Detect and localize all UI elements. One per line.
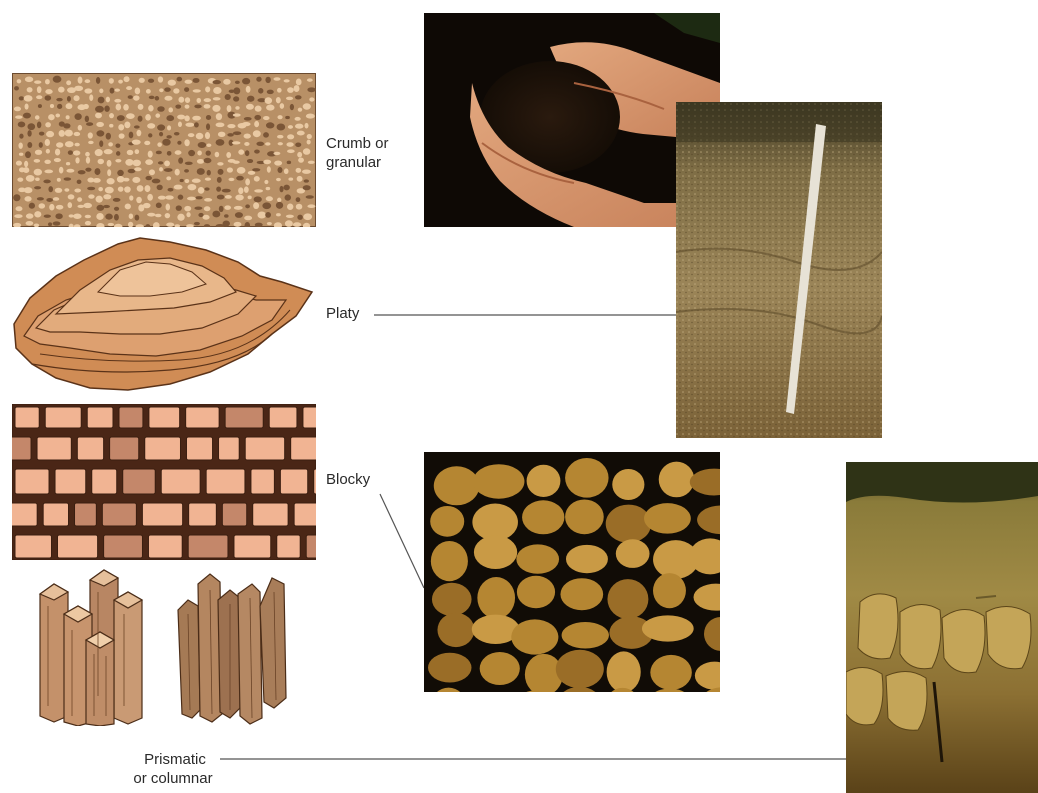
- blocky-soil-photo: [424, 452, 720, 692]
- blocky-leader-line: [380, 494, 424, 588]
- platy-soil-profile-photo: [676, 102, 882, 438]
- prismatic-soil-photo: [846, 462, 1038, 793]
